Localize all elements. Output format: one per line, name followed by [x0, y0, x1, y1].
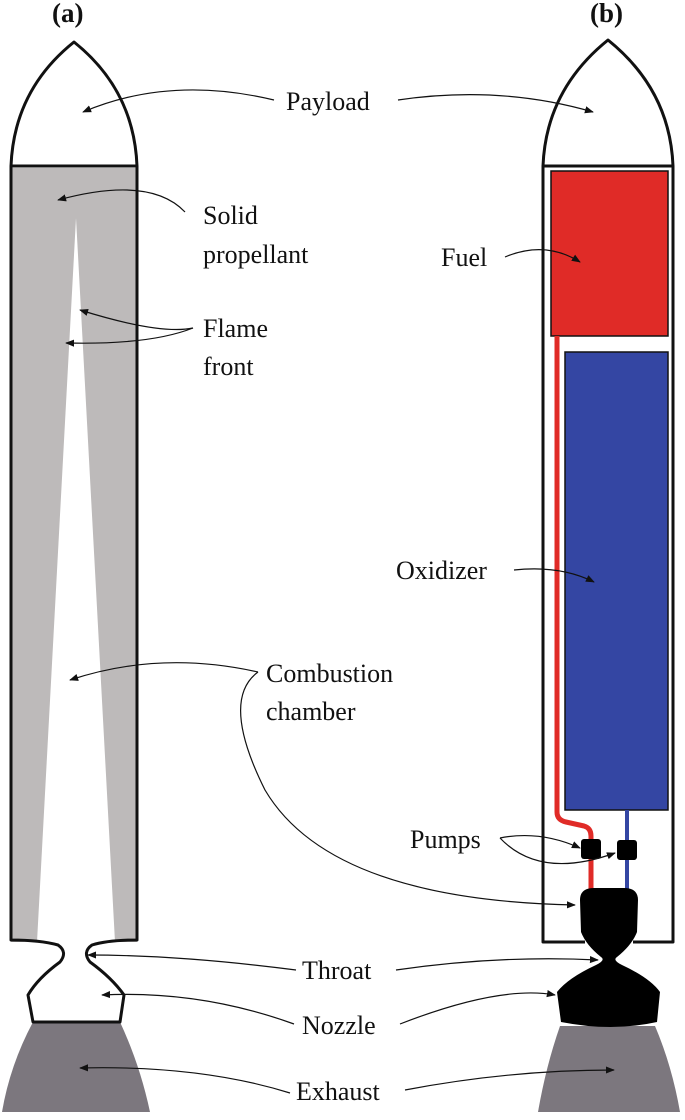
nose-cone-b [541, 38, 675, 168]
label-payload: Payload [286, 87, 370, 116]
label-pumps: Pumps [410, 825, 481, 854]
arrow-combustion-chamber-a [69, 662, 259, 681]
arrow-combustion-chamber-b [240, 671, 576, 909]
fuel-line [554, 336, 594, 895]
arrow-pumps-2 [499, 837, 616, 865]
label-solid-propellant-2: propellant [203, 240, 309, 269]
body-b [541, 166, 675, 944]
arrow-throat-a [87, 951, 297, 971]
arrow-flame-front-2 [65, 327, 194, 347]
arrow-nozzle-b [399, 990, 556, 1025]
arrow-flame-front-1 [79, 308, 194, 331]
fuel-tank [550, 170, 669, 337]
arrow-exhaust-a [79, 1064, 291, 1094]
engine-combustion-chamber-and-nozzle [557, 888, 660, 1027]
exhaust-plume-a [2, 1022, 150, 1112]
body-and-nozzle-a [9, 166, 139, 1024]
liquid-rocket [538, 38, 680, 1112]
label-solid-propellant-1: Solid [203, 201, 258, 230]
arrow-fuel [504, 249, 581, 263]
oxidizer-tank [564, 351, 669, 811]
label-flame-front-1: Flame [203, 314, 268, 343]
arrow-payload-a [82, 89, 275, 113]
label-flame-front-2: front [203, 352, 254, 381]
label-oxidizer: Oxidizer [396, 556, 487, 585]
labels: (a) (b) Payload Solid propellant Flame f… [52, 0, 623, 1106]
arrow-nozzle-a [101, 990, 295, 1025]
arrow-exhaust-b [404, 1066, 615, 1091]
label-nozzle: Nozzle [302, 1011, 376, 1040]
arrow-payload-b [397, 94, 594, 114]
exhaust-plume-b [538, 1026, 680, 1112]
fuel-pump [581, 839, 601, 859]
panel-label-a: (a) [52, 0, 83, 28]
arrow-throat-b [395, 955, 599, 971]
label-combustion-chamber-1: Combustion [266, 659, 393, 688]
solid-propellant-grain [11, 168, 137, 942]
arrow-solid-propellant [57, 189, 186, 213]
panel-label-b: (b) [590, 0, 623, 28]
arrow-pumps-1 [499, 834, 581, 849]
label-exhaust: Exhaust [296, 1077, 381, 1106]
solid-rocket [2, 40, 150, 1112]
oxidizer-pump [617, 840, 637, 860]
label-throat: Throat [302, 956, 372, 985]
nose-cone-a [9, 40, 139, 168]
label-fuel: Fuel [441, 243, 487, 272]
label-combustion-chamber-2: chamber [266, 697, 356, 726]
leader-arrows [57, 89, 616, 1094]
arrow-oxidizer [513, 568, 595, 583]
